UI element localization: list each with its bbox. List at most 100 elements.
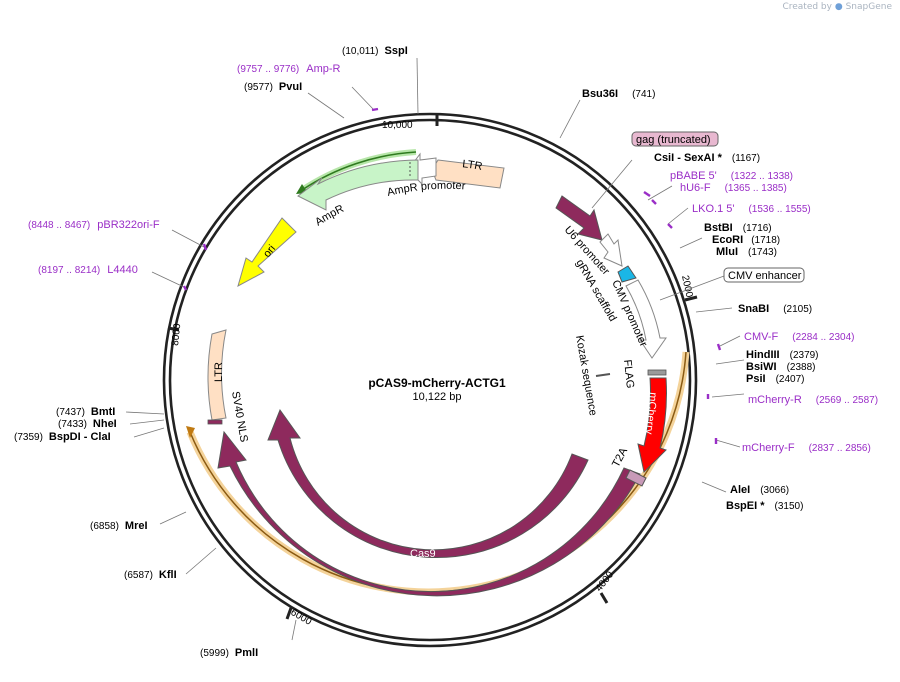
- t2a-label: T2A: [610, 445, 630, 469]
- gag-box[interactable]: gag (truncated): [631, 131, 719, 147]
- site-kfli[interactable]: (6587)KflI: [124, 569, 177, 581]
- site-ampr-primer[interactable]: (9757 .. 9776)Amp-R: [237, 63, 341, 75]
- feature-ori[interactable]: ori: [237, 217, 297, 288]
- site-bsu36i[interactable]: Bsu36I(741): [582, 88, 655, 100]
- svg-text:BspEI *(3150): BspEI * (3150): [726, 500, 803, 512]
- svg-text:AleI(3066): AleI(3066): [730, 484, 789, 496]
- site-cmvf[interactable]: CMV-F (2284 .. 2304): [744, 331, 855, 343]
- lko-pos: (1536 .. 1555): [748, 204, 810, 215]
- hindiii-name: HindIII: [746, 349, 780, 361]
- svg-text:(9757 .. 9776)Amp-R: (9757 .. 9776)Amp-R: [237, 63, 341, 75]
- backbone: [162, 112, 698, 648]
- site-ecori[interactable]: EcoRI(1718): [712, 234, 780, 246]
- feature-kozak[interactable]: Kozak sequence: [573, 334, 611, 417]
- feature-ltr-left[interactable]: LTR: [207, 329, 227, 421]
- snapgene-credit: Created by ● SnapGene: [782, 2, 892, 12]
- alei-pos: (3066): [760, 485, 789, 496]
- ecori-name: EcoRI: [712, 234, 743, 246]
- feature-u6-white-arrow: [599, 233, 623, 267]
- ltr-left-label: LTR: [213, 362, 225, 382]
- site-mlui[interactable]: MluI(1743): [716, 246, 777, 258]
- site-mcherryr[interactable]: mCherry-R(2569 .. 2587): [748, 394, 878, 406]
- mcherryf-name: mCherry-F: [742, 442, 795, 454]
- svg-text:(7359)BspDI - ClaI: (7359)BspDI - ClaI: [14, 431, 111, 443]
- site-l4440[interactable]: (8197 .. 8214)L4440: [38, 264, 138, 276]
- nhei-name: NheI: [93, 418, 117, 430]
- feature-cmv-promoter[interactable]: CMV promoter: [609, 278, 667, 359]
- pmli-pos: (5999): [200, 648, 229, 659]
- svg-text:AmpR promoter: AmpR promoter: [386, 180, 466, 199]
- svg-text:(8448 .. 8467)pBR322ori-F: (8448 .. 8467)pBR322ori-F: [28, 219, 160, 231]
- svg-text:LKO.1 5'(1536 .. 1555): LKO.1 5'(1536 .. 1555): [692, 203, 811, 215]
- site-pbr322[interactable]: (8448 .. 8467)pBR322ori-F: [28, 219, 160, 231]
- site-alei[interactable]: AleI(3066): [730, 484, 789, 496]
- site-lko[interactable]: LKO.1 5'(1536 .. 1555): [692, 203, 811, 215]
- site-psii[interactable]: PsiI (2407): [746, 373, 804, 385]
- svg-text:HindIII(2379): HindIII(2379): [746, 349, 819, 361]
- site-bspei[interactable]: BspEI * (3150): [726, 500, 803, 512]
- pvui-name: PvuI: [279, 81, 302, 93]
- mcherry-label: mCherry: [643, 392, 659, 436]
- site-hu6f[interactable]: hU6-F(1365 .. 1385): [680, 182, 787, 194]
- bspei-name: BspEI *: [726, 500, 765, 512]
- site-bsiwi[interactable]: BsiWI(2388): [746, 361, 815, 373]
- tick-2000: 2000: [679, 274, 694, 298]
- svg-text:BsiWI(2388): BsiWI(2388): [746, 361, 815, 373]
- cmv-enhancer-box[interactable]: CMV enhancer: [723, 267, 805, 283]
- bstbi-name: BstBI: [704, 222, 733, 234]
- pbr322-name: pBR322ori-F: [97, 219, 160, 231]
- site-bstbi[interactable]: BstBI (1716): [704, 222, 772, 234]
- pbabe-pos: (1322 .. 1338): [731, 171, 793, 182]
- site-pmli[interactable]: (5999) PmlI: [200, 647, 258, 659]
- site-mrei[interactable]: (6858)MreI: [90, 520, 148, 532]
- site-bspdi[interactable]: (7359)BspDI - ClaI: [14, 431, 111, 443]
- pvui-pos: (9577): [244, 82, 273, 93]
- feature-cas9-outer[interactable]: Cas9: [217, 430, 641, 613]
- coordinate-ticks: [167, 114, 698, 620]
- site-bmti[interactable]: (7437)BmtI: [56, 406, 115, 418]
- svg-text:pBABE 5'(1322 .. 1338): pBABE 5' (1322 .. 1338): [670, 170, 793, 182]
- hu6f-pos: (1365 .. 1385): [725, 183, 787, 194]
- pbabe-name: pBABE 5': [670, 170, 717, 182]
- cmvf-name: CMV-F: [744, 331, 779, 343]
- snabi-pos: (2105): [783, 304, 812, 315]
- ampr-primer-pos: (9757 .. 9776): [237, 64, 299, 75]
- feature-flag[interactable]: FLAG: [621, 359, 667, 389]
- ampr-label: AmpR: [313, 203, 346, 229]
- site-mcherryf[interactable]: mCherry-F (2837 .. 2856): [742, 442, 871, 454]
- feature-cas9-inner[interactable]: Cas9: [267, 408, 589, 560]
- cmvf-pos: (2284 .. 2304): [792, 332, 854, 343]
- bstbi-pos: (1716): [743, 223, 772, 234]
- psii-pos: (2407): [776, 374, 805, 385]
- nhei-pos: (7433): [58, 419, 87, 430]
- pmli-name: PmlI: [235, 647, 258, 659]
- site-csii[interactable]: CsiI - SexAI *(1167): [654, 152, 760, 164]
- orf-arcs: [186, 149, 690, 596]
- svg-text:(8197 .. 8214)L4440: (8197 .. 8214)L4440: [38, 264, 138, 276]
- csii-pos: (1167): [732, 153, 760, 164]
- bspei-pos: (3150): [775, 501, 804, 512]
- site-pvui[interactable]: (9577) PvuI: [244, 81, 302, 93]
- svg-text:mCherry-R(2569 .. 2587): mCherry-R(2569 .. 2587): [748, 394, 878, 406]
- flag-label: FLAG: [621, 359, 636, 389]
- site-sspi[interactable]: (10,011)SspI: [342, 45, 408, 57]
- psii-name: PsiI: [746, 373, 766, 385]
- svg-text:(10,011)SspI: (10,011)SspI: [342, 45, 408, 57]
- site-snabi[interactable]: SnaBI (2105): [738, 303, 812, 315]
- mcherryf-pos: (2837 .. 2856): [809, 443, 871, 454]
- bspdi-pos: (7359): [14, 432, 43, 443]
- ltr-top-label: LTR: [462, 158, 484, 173]
- l4440-pos: (8197 .. 8214): [38, 265, 100, 276]
- site-hindiii[interactable]: HindIII(2379): [746, 349, 819, 361]
- site-pbabe[interactable]: pBABE 5' (1322 .. 1338): [670, 170, 793, 182]
- plasmid-length: 10,122 bp: [413, 391, 462, 403]
- bmti-name: BmtI: [91, 406, 115, 418]
- svg-text:(7437)BmtI: (7437)BmtI: [56, 406, 115, 418]
- snabi-name: SnaBI: [738, 303, 769, 315]
- mlui-name: MluI: [716, 246, 738, 258]
- svg-text:LTR: LTR: [462, 158, 484, 173]
- feature-mcherry[interactable]: mCherry: [637, 377, 667, 474]
- site-nhei[interactable]: (7433) NheI: [58, 418, 117, 430]
- mrei-name: MreI: [125, 520, 148, 532]
- cas9-outer-label: Cas9: [402, 601, 428, 613]
